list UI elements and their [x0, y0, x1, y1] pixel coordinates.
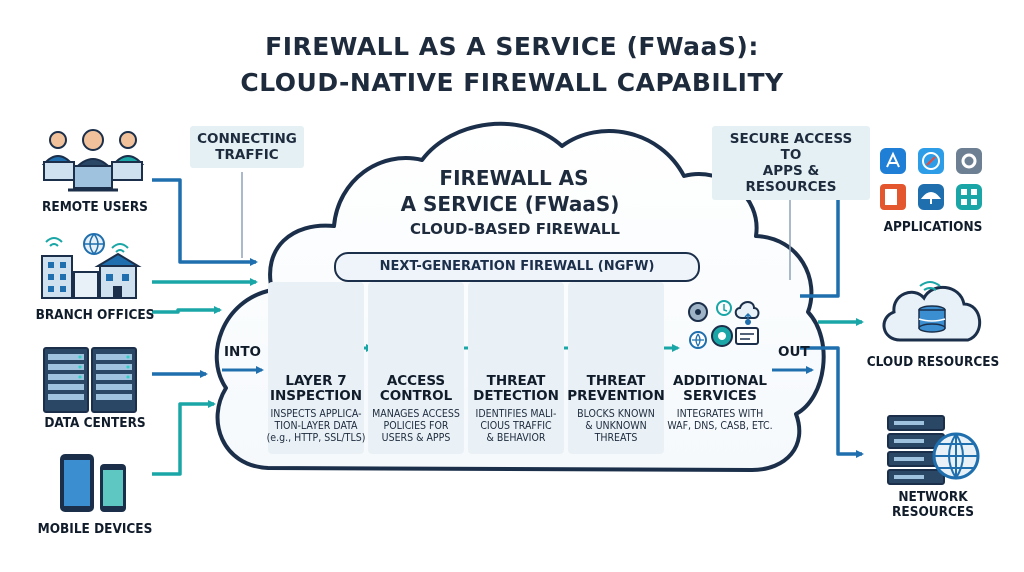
destination-label-applications: APPLICATIONS: [883, 219, 983, 235]
function-desc-access-control: MANAGES ACCESS POLICIES FOR USERS & APPS: [372, 408, 460, 444]
connecting-traffic-text: CONNECTING TRAFFIC: [197, 131, 297, 163]
arrow-branch-offices: [152, 306, 222, 314]
diagram-title-line-2: CLOUD-NATIVE FIREWALL CAPABILITY: [240, 68, 784, 97]
cloud-resources-icon: [882, 281, 982, 342]
function-panel-threat-prevention: [568, 282, 664, 454]
function-panel-layer7: [268, 282, 364, 454]
network-resources-icon: [887, 415, 980, 485]
function-panel-access-control: [368, 282, 464, 454]
into-label: INTO: [224, 344, 262, 360]
function-title-threat-detection: THREAT DETECTION: [473, 373, 559, 404]
branch-offices-icon: [41, 233, 142, 299]
source-label-branch-offices: BRANCH OFFICES: [35, 307, 155, 323]
data-centers-icon: [43, 347, 137, 413]
function-title-access-control: ACCESS CONTROL: [379, 373, 453, 404]
source-label-mobile-devices: MOBILE DEVICES: [37, 521, 153, 537]
function-desc-threat-prevention: BLOCKS KNOWN & UNKNOWN THREATS: [577, 408, 655, 444]
function-desc-threat-detection: IDENTIFIES MALI- CIOUS TRAFFIC & BEHAVIO…: [475, 408, 557, 444]
secure-access-callout: SECURE ACCESS TO APPS & RESOURCES: [712, 126, 870, 200]
function-title-layer7: LAYER 7 INSPECTION: [269, 373, 363, 404]
source-label-data-centers: DATA CENTERS: [44, 415, 146, 431]
arrow-network-resources: [800, 346, 864, 458]
ngfw-functions-pill: NEXT-GENERATION FIREWALL (NGFW) FUNCTION…: [334, 252, 700, 300]
out-label: OUT: [778, 344, 810, 360]
mobile-devices-icon: [60, 454, 126, 512]
connecting-traffic-callout: CONNECTING TRAFFIC: [190, 126, 304, 168]
cloud-subtitle: CLOUD-BASED FIREWALL: [410, 220, 620, 238]
arrow-mobile-devices: [152, 400, 216, 476]
arrow-remote-users: [152, 178, 258, 266]
destination-label-cloud-resources: CLOUD RESOURCES: [866, 354, 1000, 370]
function-title-threat-prevention: THREAT PREVENTION: [567, 373, 665, 404]
function-title-additional-services: ADDITIONAL SERVICES: [673, 373, 767, 404]
diagram-title-line-1: FIREWALL AS A SERVICE (FWaaS):: [265, 32, 759, 61]
additional-services-icon: [688, 300, 760, 349]
destination-label-network-resources: NETWORK RESOURCES: [892, 489, 974, 520]
source-label-remote-users: REMOTE USERS: [42, 199, 148, 215]
secure-access-text: SECURE ACCESS TO APPS & RESOURCES: [729, 131, 853, 195]
applications-icon: [880, 148, 982, 210]
incoming-arrows: [152, 178, 258, 476]
function-panel-threat-detection: [468, 282, 564, 454]
cloud-title-line-1: FIREWALL AS: [439, 166, 589, 190]
cloud-title-line-2: A SERVICE (FWaaS): [400, 192, 620, 216]
function-desc-additional-services: INTEGRATES WITH WAF, DNS, CASB, ETC.: [667, 408, 773, 432]
remote-users-icon: [41, 129, 145, 192]
function-desc-layer7: INSPECTS APPLICA- TION-LAYER DATA (e.g.,…: [266, 408, 366, 444]
